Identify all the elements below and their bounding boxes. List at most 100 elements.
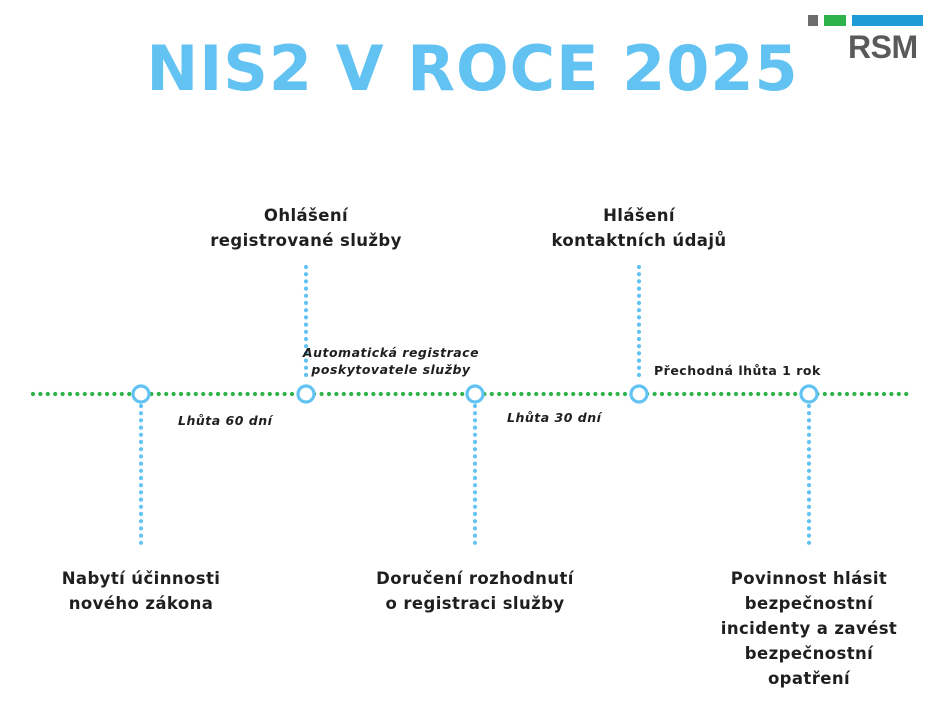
- timeline-dot: [30, 391, 36, 397]
- timeline-dot: [770, 391, 776, 397]
- timeline-dot: [356, 391, 361, 397]
- timeline-dot: [793, 391, 798, 397]
- timeline-dot: [674, 391, 679, 397]
- timeline-dot: [386, 391, 391, 397]
- connector-dot: [636, 272, 642, 277]
- connector-dot: [472, 533, 478, 538]
- timeline-dot: [215, 391, 221, 397]
- connector-dot: [806, 418, 812, 423]
- timeline-dot: [400, 391, 406, 397]
- timeline-dot: [104, 391, 110, 397]
- connector-dot: [636, 279, 642, 284]
- timeline-node-3: [465, 384, 485, 404]
- connector-dot: [806, 497, 812, 502]
- note-auto-registration: Automatická registrace poskytovatele slu…: [303, 344, 479, 378]
- connector-dot: [636, 264, 642, 270]
- event-4-line-1: Hlášení: [603, 206, 675, 225]
- connector-dot: [806, 454, 812, 459]
- timeline-dot: [201, 391, 206, 397]
- timeline-dot: [415, 391, 420, 397]
- timeline-dot: [319, 391, 324, 397]
- timeline-dot: [371, 391, 376, 397]
- timeline-dot: [275, 391, 280, 397]
- connector-dot: [806, 475, 812, 481]
- event-5-line-3: incidenty a zavést: [720, 619, 898, 638]
- timeline-dot: [60, 391, 65, 397]
- event-3-line-1: Doručení rozhodnutí: [376, 569, 574, 588]
- timeline-dot: [208, 391, 213, 397]
- connector-dot: [806, 490, 812, 495]
- timeline-node-1: [131, 384, 151, 404]
- connector-dot: [303, 308, 309, 313]
- timeline-dot: [38, 391, 43, 397]
- timeline-dot: [334, 391, 339, 397]
- timeline-dot: [378, 391, 383, 397]
- timeline-dot: [889, 391, 894, 397]
- connector-dot: [472, 511, 478, 517]
- connector-dot: [636, 351, 642, 356]
- timeline-dot: [874, 391, 879, 397]
- connector-dot: [303, 315, 309, 320]
- timeline-dot: [164, 391, 169, 397]
- connector-dot: [806, 504, 812, 509]
- connector-dot: [138, 447, 144, 452]
- timeline-dot: [171, 391, 176, 397]
- timeline-dot: [82, 391, 87, 397]
- connector-dot: [806, 533, 812, 538]
- timeline-nodes: [131, 384, 819, 404]
- timeline-dot: [830, 391, 835, 397]
- connector-dot: [303, 329, 309, 334]
- connector-dot: [138, 540, 144, 545]
- event-2-line-1: Ohlášení: [263, 206, 349, 225]
- connector-dot: [472, 540, 478, 545]
- timeline-dot: [578, 391, 583, 397]
- connector-dot: [303, 272, 309, 277]
- note-deadline-60: Lhůta 60 dní: [178, 413, 273, 428]
- connector-dot: [303, 365, 309, 370]
- connector-dot: [303, 286, 309, 291]
- connector-dot: [806, 468, 812, 473]
- connector-dot: [138, 475, 144, 481]
- timeline-dot: [186, 391, 191, 397]
- timeline-dot: [822, 391, 827, 397]
- timeline-dot: [45, 391, 50, 397]
- timeline-dot: [837, 391, 842, 397]
- connector-dot: [138, 403, 144, 409]
- timeline-dot: [667, 391, 672, 397]
- logo-bar-gray: [808, 15, 818, 26]
- connector-dot: [303, 351, 309, 356]
- connector-dot: [472, 418, 478, 423]
- event-2-line-2: registrované služby: [210, 231, 402, 250]
- timeline-dot: [178, 391, 184, 397]
- connector-dot: [636, 365, 642, 370]
- timeline-dot: [326, 391, 332, 397]
- logo-bar-blue: [852, 15, 923, 26]
- timeline-dot: [282, 391, 287, 397]
- connector-dot: [636, 308, 642, 313]
- connector-dot: [472, 497, 478, 502]
- connector-dot: [138, 497, 144, 502]
- connector-dot: [138, 511, 144, 517]
- connector-dot: [472, 526, 478, 531]
- timeline-dot: [622, 391, 628, 397]
- connector-dot: [138, 418, 144, 423]
- connector-dot: [303, 279, 309, 284]
- timeline-dot: [67, 391, 73, 397]
- connector-dot: [472, 447, 478, 452]
- timeline-dot: [112, 391, 117, 397]
- connector-dot: [303, 358, 309, 363]
- timeline-dot: [437, 391, 443, 397]
- timeline-dot: [341, 391, 346, 397]
- event-label-1: Nabytí účinnosti nového zákona: [62, 566, 221, 616]
- connector-dot: [806, 519, 812, 524]
- timeline-dot: [97, 391, 102, 397]
- connector-dot: [636, 322, 642, 327]
- timeline-dot: [585, 391, 591, 397]
- connector-dot: [138, 461, 144, 466]
- connector-dot: [806, 432, 812, 437]
- event-label-5: Povinnost hlásit bezpečnostní incidenty …: [721, 566, 897, 691]
- connector-dot: [806, 447, 812, 452]
- timeline-dot: [452, 391, 457, 397]
- connector-dot: [472, 504, 478, 509]
